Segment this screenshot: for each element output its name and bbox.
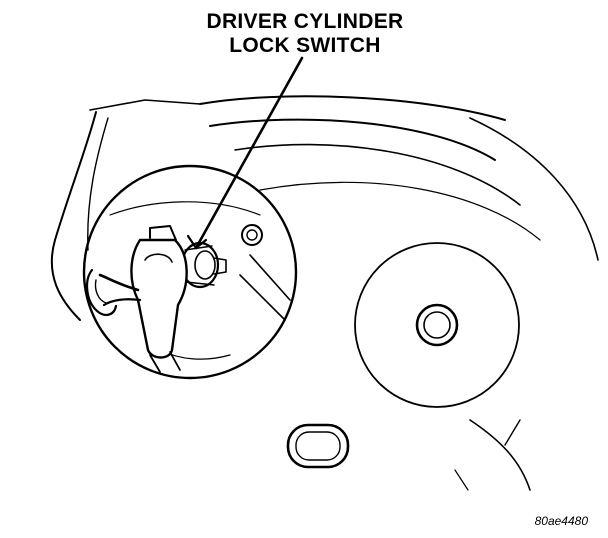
oval-access-hole [286,423,350,469]
connector-plug [130,225,188,359]
figure-id: 80ae4480 [534,514,588,528]
leader-line [186,56,304,250]
callout-line-2: LOCK SWITCH [229,34,381,57]
door-panel-arcs [199,95,599,261]
door-edge [50,99,201,321]
detail-circle [82,164,298,380]
lower-panel-edges [454,419,531,491]
wire-harness [86,268,181,373]
round-port [354,242,520,408]
callout-line-1: DRIVER CYLINDER [206,10,404,33]
lock-switch-body [180,241,227,289]
bolt-head [241,224,263,246]
callout-label: DRIVER CYLINDER LOCK SWITCH [190,10,420,58]
